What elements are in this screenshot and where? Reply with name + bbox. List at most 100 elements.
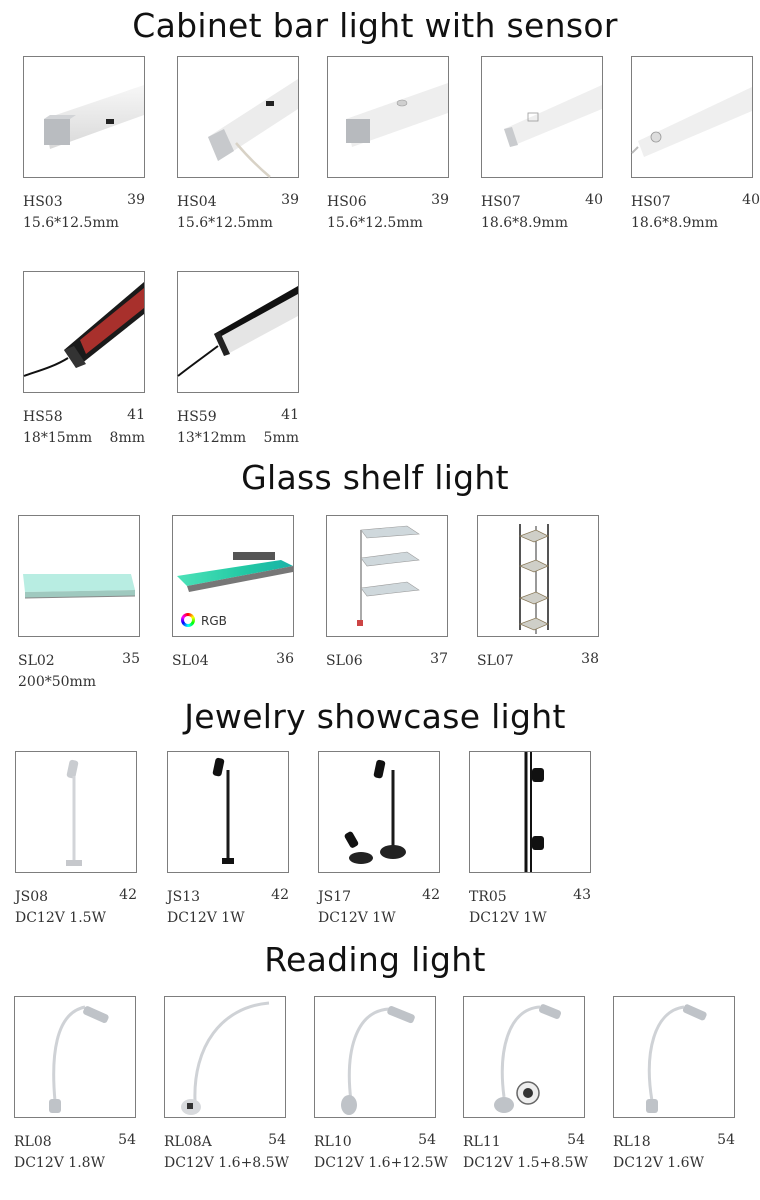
- product-image-tr05[interactable]: [469, 751, 591, 873]
- product-spec: DC12V 1W: [167, 910, 245, 926]
- product-image-js13[interactable]: [167, 751, 289, 873]
- section-title-glass: Glass shelf light: [241, 458, 509, 497]
- page-number: 36: [276, 651, 294, 667]
- product-image-hs04[interactable]: [177, 56, 299, 178]
- product-card-hs59[interactable]: HS59 41 13*12mm 5mm: [177, 271, 299, 451]
- page-number: 54: [567, 1132, 585, 1148]
- product-spec: 200*50mm: [18, 674, 97, 690]
- product-spec: 15.6*12.5mm: [23, 215, 119, 231]
- product-image-hs07-alt[interactable]: [631, 56, 753, 178]
- page-number: 42: [271, 887, 289, 903]
- product-spec: DC12V 1.6+8.5W: [164, 1155, 289, 1171]
- product-card-hs07-alt[interactable]: HS07 40 18.6*8.9mm: [631, 56, 760, 236]
- product-image-js08[interactable]: [15, 751, 137, 873]
- product-card-hs58[interactable]: HS58 41 18*15mm 8mm: [23, 271, 145, 451]
- product-image-rl08[interactable]: [14, 996, 136, 1118]
- product-code: HS07: [481, 194, 521, 210]
- product-card-sl04[interactable]: RGB SL04 36: [172, 515, 294, 695]
- page-number: 39: [127, 192, 145, 208]
- product-spec: 18*15mm: [23, 430, 93, 446]
- page-number: 40: [742, 192, 760, 208]
- product-code: TR05: [469, 889, 507, 905]
- product-code: RL11: [463, 1134, 501, 1150]
- product-code: SL04: [172, 653, 209, 669]
- page-number: 54: [268, 1132, 286, 1148]
- page-number: 37: [430, 651, 448, 667]
- product-card-hs06[interactable]: HS06 39 15.6*12.5mm: [327, 56, 449, 236]
- page-number: 40: [585, 192, 603, 208]
- product-card-hs04[interactable]: HS04 39 15.6*12.5mm: [177, 56, 299, 236]
- product-card-sl02[interactable]: SL02 35 200*50mm: [18, 515, 140, 695]
- product-card-hs03[interactable]: HS03 39 15.6*12.5mm: [23, 56, 145, 236]
- product-spec: 15.6*12.5mm: [177, 215, 273, 231]
- product-code: JS13: [167, 889, 201, 905]
- section-title-reading: Reading light: [264, 940, 486, 979]
- product-spec: DC12V 1.6W: [613, 1155, 704, 1171]
- page-number: 41: [281, 407, 299, 423]
- section-title-cabinet: Cabinet bar light with sensor: [132, 6, 618, 45]
- product-spec: DC12V 1.5W: [15, 910, 106, 926]
- product-image-sl07[interactable]: [477, 515, 599, 637]
- product-code: SL02: [18, 653, 55, 669]
- page-number: 35: [122, 651, 140, 667]
- product-image-rl11[interactable]: [463, 996, 585, 1118]
- product-code: RL18: [613, 1134, 651, 1150]
- product-card-hs07[interactable]: HS07 40 18.6*8.9mm: [481, 56, 603, 236]
- product-code: HS58: [23, 409, 63, 425]
- product-image-rl10[interactable]: [314, 996, 436, 1118]
- product-image-hs59[interactable]: [177, 271, 299, 393]
- product-card-js13[interactable]: JS13 42 DC12V 1W: [167, 751, 289, 931]
- product-code: HS07: [631, 194, 671, 210]
- product-code: HS59: [177, 409, 217, 425]
- section-title-jewelry: Jewelry showcase light: [184, 697, 566, 736]
- product-card-rl08a[interactable]: RL08A 54 DC12V 1.6+8.5W: [164, 996, 289, 1176]
- page-number: 42: [119, 887, 137, 903]
- product-spec: 13*12mm: [177, 430, 247, 446]
- page-number: 43: [573, 887, 591, 903]
- product-card-rl10[interactable]: RL10 54 DC12V 1.6+12.5W: [314, 996, 448, 1176]
- product-card-rl08[interactable]: RL08 54 DC12V 1.8W: [14, 996, 136, 1176]
- product-spec: DC12V 1.8W: [14, 1155, 105, 1171]
- product-spec: DC12V 1.5+8.5W: [463, 1155, 588, 1171]
- product-card-sl07[interactable]: SL07 38: [477, 515, 599, 695]
- product-image-sl02[interactable]: [18, 515, 140, 637]
- product-image-rl08a[interactable]: [164, 996, 286, 1118]
- page-number: 39: [281, 192, 299, 208]
- product-code: HS06: [327, 194, 367, 210]
- rgb-badge: RGB: [201, 614, 227, 628]
- product-spec-secondary: 8mm: [109, 430, 145, 446]
- product-code: JS17: [318, 889, 352, 905]
- product-image-hs58[interactable]: [23, 271, 145, 393]
- product-image-hs06[interactable]: [327, 56, 449, 178]
- page-number: 54: [118, 1132, 136, 1148]
- product-card-tr05[interactable]: TR05 43 DC12V 1W: [469, 751, 591, 931]
- product-card-rl18[interactable]: RL18 54 DC12V 1.6W: [613, 996, 735, 1176]
- page-number: 42: [422, 887, 440, 903]
- product-code: RL08A: [164, 1134, 212, 1150]
- product-code: SL06: [326, 653, 363, 669]
- product-spec: DC12V 1W: [469, 910, 547, 926]
- product-card-js17[interactable]: JS17 42 DC12V 1W: [318, 751, 440, 931]
- rgb-color-icon: [181, 613, 195, 627]
- product-code: HS03: [23, 194, 63, 210]
- product-image-js17[interactable]: [318, 751, 440, 873]
- page-number: 41: [127, 407, 145, 423]
- product-image-hs07[interactable]: [481, 56, 603, 178]
- product-code: RL10: [314, 1134, 352, 1150]
- product-image-sl06[interactable]: [326, 515, 448, 637]
- product-card-rl11[interactable]: RL11 54 DC12V 1.5+8.5W: [463, 996, 588, 1176]
- product-image-sl04[interactable]: RGB: [172, 515, 294, 637]
- product-card-js08[interactable]: JS08 42 DC12V 1.5W: [15, 751, 137, 931]
- product-code: JS08: [15, 889, 49, 905]
- product-spec: 15.6*12.5mm: [327, 215, 423, 231]
- product-card-sl06[interactable]: SL06 37: [326, 515, 448, 695]
- page-number: 54: [418, 1132, 436, 1148]
- product-code: SL07: [477, 653, 514, 669]
- product-spec: DC12V 1.6+12.5W: [314, 1155, 448, 1171]
- product-code: RL08: [14, 1134, 52, 1150]
- product-code: HS04: [177, 194, 217, 210]
- product-spec: 18.6*8.9mm: [481, 215, 568, 231]
- product-spec: 18.6*8.9mm: [631, 215, 718, 231]
- product-image-rl18[interactable]: [613, 996, 735, 1118]
- product-image-hs03[interactable]: [23, 56, 145, 178]
